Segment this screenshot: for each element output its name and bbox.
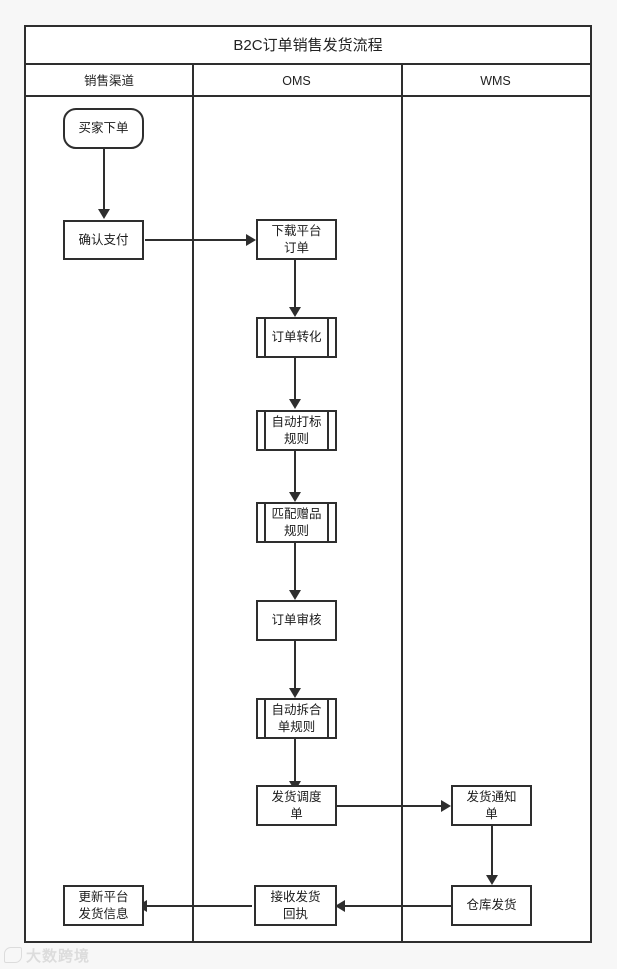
lane-divider-2 <box>401 65 403 943</box>
node-label: 发货通知 单 <box>466 789 517 821</box>
edge-n7-n8-line <box>294 641 296 696</box>
node-auto-tagging-rule[interactable]: 自动打标 规则 <box>256 410 337 451</box>
node-label: 接收发货 回执 <box>270 889 321 921</box>
node-receive-shipping-receipt[interactable]: 接收发货 回执 <box>254 885 337 926</box>
node-confirm-payment[interactable]: 确认支付 <box>63 220 144 260</box>
lane-header-oms: OMS <box>192 65 401 97</box>
edge-n3-n4-arrowhead <box>289 307 301 317</box>
edge-n7-n8-arrowhead <box>289 688 301 698</box>
edge-n9-n10-line <box>337 805 443 807</box>
node-order-conversion[interactable]: 订单转化 <box>256 317 337 358</box>
edge-n11-n12-line <box>345 905 453 907</box>
lane-header-wms: WMS <box>401 65 590 97</box>
edge-n3-n4-line <box>294 260 296 314</box>
node-label: 订单转化 <box>271 330 322 344</box>
edge-n11-n12-arrowhead <box>335 900 345 912</box>
edge-n5-n6-line <box>294 451 296 499</box>
edge-n10-n11-arrowhead <box>486 875 498 885</box>
edge-n1-n2-line <box>103 149 105 211</box>
node-shipping-notice[interactable]: 发货通知 单 <box>451 785 532 826</box>
edge-n2-n3-line <box>145 239 248 241</box>
lane-divider-1 <box>192 65 194 943</box>
node-label: 更新平台 发货信息 <box>78 889 129 921</box>
node-label: 发货调度 单 <box>271 789 322 821</box>
node-auto-split-merge-rule[interactable]: 自动拆合 单规则 <box>256 698 337 739</box>
node-update-platform-shipping-info[interactable]: 更新平台 发货信息 <box>63 885 144 926</box>
lane-header-sales: 销售渠道 <box>26 65 192 97</box>
watermark-text: 大数跨境 <box>26 947 91 965</box>
edge-n6-n7-line <box>294 543 296 598</box>
edge-n2-n3-arrowhead <box>246 234 256 246</box>
node-label: 下载平台 订单 <box>271 223 322 255</box>
node-label: 确认支付 <box>78 232 129 247</box>
node-download-platform-order[interactable]: 下载平台 订单 <box>256 219 337 260</box>
node-label: 订单审核 <box>271 613 322 627</box>
edge-n10-n11-line <box>491 826 493 883</box>
edge-n4-n5-line <box>294 358 296 407</box>
edge-n8-n9-line <box>294 739 296 789</box>
node-match-gift-rule[interactable]: 匹配赠品 规则 <box>256 502 337 543</box>
watermark-logo-icon <box>4 947 22 963</box>
edge-n5-n6-arrowhead <box>289 492 301 502</box>
node-shipping-dispatch-order[interactable]: 发货调度 单 <box>256 785 337 826</box>
page-title: B2C订单销售发货流程 <box>26 27 590 65</box>
node-label: 匹配赠品 规则 <box>271 506 322 538</box>
watermark: 大数跨境 <box>4 944 90 966</box>
node-buyer-places-order[interactable]: 买家下单 <box>63 108 144 149</box>
node-order-review[interactable]: 订单审核 <box>256 600 337 641</box>
edge-n6-n7-arrowhead <box>289 590 301 600</box>
node-label: 仓库发货 <box>466 898 517 912</box>
node-label: 买家下单 <box>78 121 129 135</box>
edge-n4-n5-arrowhead <box>289 399 301 409</box>
edge-n12-n13-line <box>147 905 252 907</box>
node-warehouse-ship[interactable]: 仓库发货 <box>451 885 532 926</box>
edge-n9-n10-arrowhead <box>441 800 451 812</box>
node-label: 自动拆合 单规则 <box>271 702 322 734</box>
edge-n1-n2-arrowhead <box>98 209 110 219</box>
node-label: 自动打标 规则 <box>271 414 322 446</box>
